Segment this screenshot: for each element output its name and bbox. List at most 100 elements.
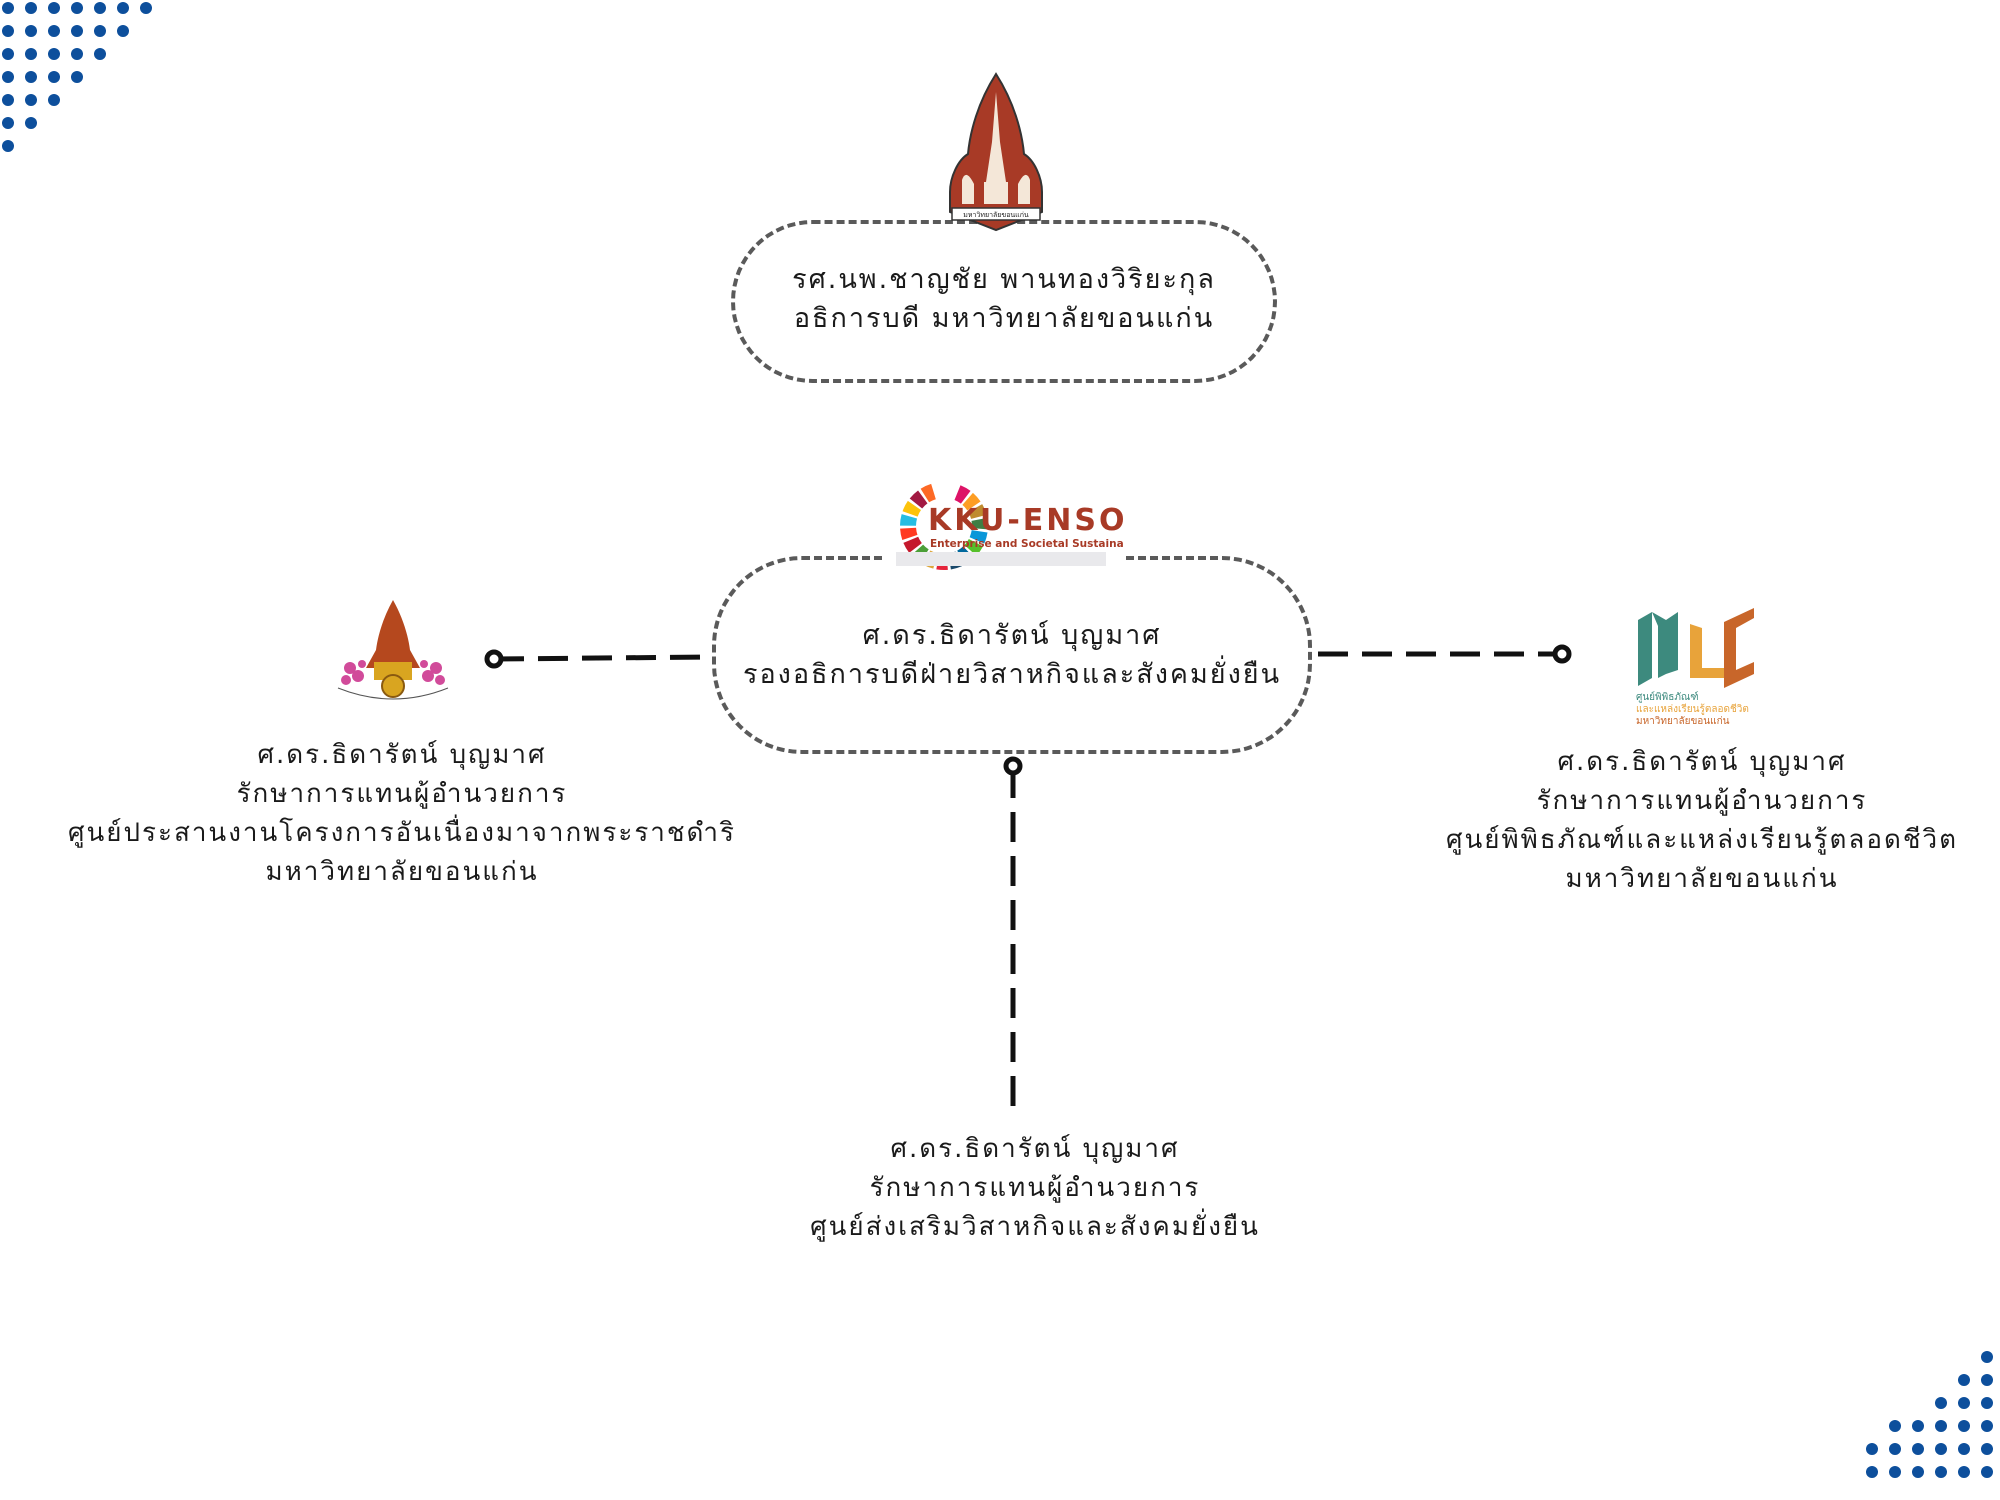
sdg-ring-segment [920, 483, 936, 503]
center-node-text: ศ.ดร.ธิดารัตน์ บุญมาศ รองอธิการบดีฝ่ายวิ… [712, 616, 1312, 694]
left-node-name: ศ.ดร.ธิดารัตน์ บุญมาศ [257, 740, 547, 770]
connector-right-end [1552, 644, 1572, 664]
kku-emblem-caption: มหาวิทยาลัยขอนแก่น [963, 211, 1029, 219]
decorative-dot [1981, 1374, 1993, 1386]
bottom-node-text: ศ.ดร.ธิดารัตน์ บุญมาศ รักษาการแทนผู้อำนว… [760, 1130, 1310, 1247]
decorative-dot [2, 71, 14, 83]
decorative-dot [71, 48, 83, 60]
mlc-logo-line3: มหาวิทยาลัยขอนแก่น [1636, 716, 1730, 727]
connector-left-end [484, 649, 504, 669]
decorative-dot [1935, 1397, 1947, 1409]
sdg-ring-segment [900, 514, 918, 526]
sdg-ring-segment [962, 492, 981, 511]
decorative-dot [2, 2, 14, 14]
sdg-ring-segment [969, 530, 988, 544]
left-node-text: ศ.ดร.ธิดารัตน์ บุญมาศ รักษาการแทนผู้อำนว… [62, 736, 742, 892]
left-node-role: รักษาการแทนผู้อำนวยการ [236, 779, 568, 809]
decorative-dot [2, 117, 14, 129]
top-node-text: รศ.นพ.ชาญชัย พานทองวิริยะกุล อธิการบดี ม… [731, 260, 1277, 338]
decorative-dot [48, 94, 60, 106]
top-node-title: อธิการบดี มหาวิทยาลัยขอนแก่น [793, 303, 1215, 334]
decorative-dot [1958, 1397, 1970, 1409]
right-node-text: ศ.ดร.ธิดารัตน์ บุญมาศ รักษาการแทนผู้อำนว… [1422, 743, 1982, 899]
right-node-unit: ศูนย์พิพิธภัณฑ์และแหล่งเรียนรู้ตลอดชีวิต [1446, 825, 1958, 855]
decorative-dot [25, 94, 37, 106]
decorative-dot [25, 48, 37, 60]
decorative-dot [1981, 1466, 1993, 1478]
sdg-ring-segment [900, 527, 918, 541]
right-node-role: รักษาการแทนผู้อำนวยการ [1536, 786, 1868, 816]
sdg-ring-segment [909, 490, 928, 509]
decorative-dot [71, 2, 83, 14]
left-node-unit: ศูนย์ประสานงานโครงการอันเนื่องมาจากพระรา… [68, 818, 736, 848]
kku-emblem: มหาวิทยาลัยขอนแก่น [949, 72, 1043, 232]
mlc-logo-line1: ศูนย์พิพิธภัณฑ์ [1636, 691, 1699, 703]
center-node-name: ศ.ดร.ธิดารัตน์ บุญมาศ [862, 620, 1162, 651]
decorative-dot [1912, 1466, 1924, 1478]
sdg-ring-segment [964, 538, 983, 556]
sdg-ring-segment [968, 504, 987, 519]
decorative-dot [25, 25, 37, 37]
right-node-name: ศ.ดร.ธิดารัตน์ บุญมาศ [1557, 747, 1847, 777]
decorative-dot [1958, 1374, 1970, 1386]
sdg-ring-segment [971, 517, 988, 530]
top-node-name: รศ.นพ.ชาญชัย พานทองวิริยะกุล [792, 264, 1216, 295]
decorative-dot [25, 117, 37, 129]
decorative-dot [94, 2, 106, 14]
decorative-dot [71, 71, 83, 83]
mlc-logo: ศูนย์พิพิธภัณฑ์ และแหล่งเรียนรู้ตลอดชีวิ… [1636, 608, 1754, 727]
decorative-dot [1981, 1443, 1993, 1455]
decorative-dot [1889, 1443, 1901, 1455]
mlc-logo-line2: และแหล่งเรียนรู้ตลอดชีวิต [1636, 703, 1749, 715]
kku-enso-subtitle: Enterprise and Societal Sustainability [930, 538, 1124, 550]
decorative-dot [117, 25, 129, 37]
decorative-dot [48, 2, 60, 14]
decorative-dot [1866, 1466, 1878, 1478]
decorative-dot [25, 2, 37, 14]
decorative-dot [140, 2, 152, 14]
decorative-dot [1866, 1443, 1878, 1455]
decorative-dot [48, 71, 60, 83]
decorative-dot [117, 2, 129, 14]
sdg-ring-segment [903, 536, 922, 553]
decorative-dot [2, 140, 14, 152]
center-node-title: รองอธิการบดีฝ่ายวิสาหกิจและสังคมยั่งยืน [742, 659, 1282, 690]
decorative-dot [94, 48, 106, 60]
decorative-dot [1958, 1466, 1970, 1478]
decorative-dot [71, 25, 83, 37]
decorative-dot [1889, 1466, 1901, 1478]
decorative-dot [1912, 1420, 1924, 1432]
right-node-org: มหาวิทยาลัยขอนแก่น [1565, 864, 1839, 894]
left-node-org: มหาวิทยาลัยขอนแก่น [265, 857, 539, 887]
bottom-node-name: ศ.ดร.ธิดารัตน์ บุญมาศ [890, 1134, 1180, 1164]
royal-project-emblem [337, 600, 449, 700]
decorative-dot [1958, 1443, 1970, 1455]
decorative-dot [1935, 1443, 1947, 1455]
decorative-dot [94, 25, 106, 37]
kku-enso-title: KKU-ENSO [928, 503, 1124, 538]
decorative-dot [1981, 1397, 1993, 1409]
connector-left [493, 654, 711, 662]
bottom-node-unit: ศูนย์ส่งเสริมวิสาหกิจและสังคมยั่งยืน [810, 1212, 1260, 1242]
decorative-dot [1958, 1420, 1970, 1432]
decorative-dot [48, 48, 60, 60]
sdg-ring-segment [902, 500, 921, 517]
decorative-dot [25, 71, 37, 83]
decorative-dot [2, 25, 14, 37]
decorative-dot [1912, 1443, 1924, 1455]
connector-bottom-end [1003, 756, 1023, 776]
bottom-node-role: รักษาการแทนผู้อำนวยการ [869, 1173, 1201, 1203]
decorative-dot [1889, 1420, 1901, 1432]
decorative-dot [1935, 1420, 1947, 1432]
decorative-dot [2, 94, 14, 106]
decorative-dot [2, 48, 14, 60]
kku-enso-logo: KKU-ENSO Enterprise and Societal Sustain… [886, 472, 1124, 580]
decorative-dot [48, 25, 60, 37]
decorative-dot [1981, 1420, 1993, 1432]
decorative-dot [1981, 1351, 1993, 1363]
decorative-dot [1935, 1466, 1947, 1478]
sdg-ring-segment [954, 485, 971, 504]
